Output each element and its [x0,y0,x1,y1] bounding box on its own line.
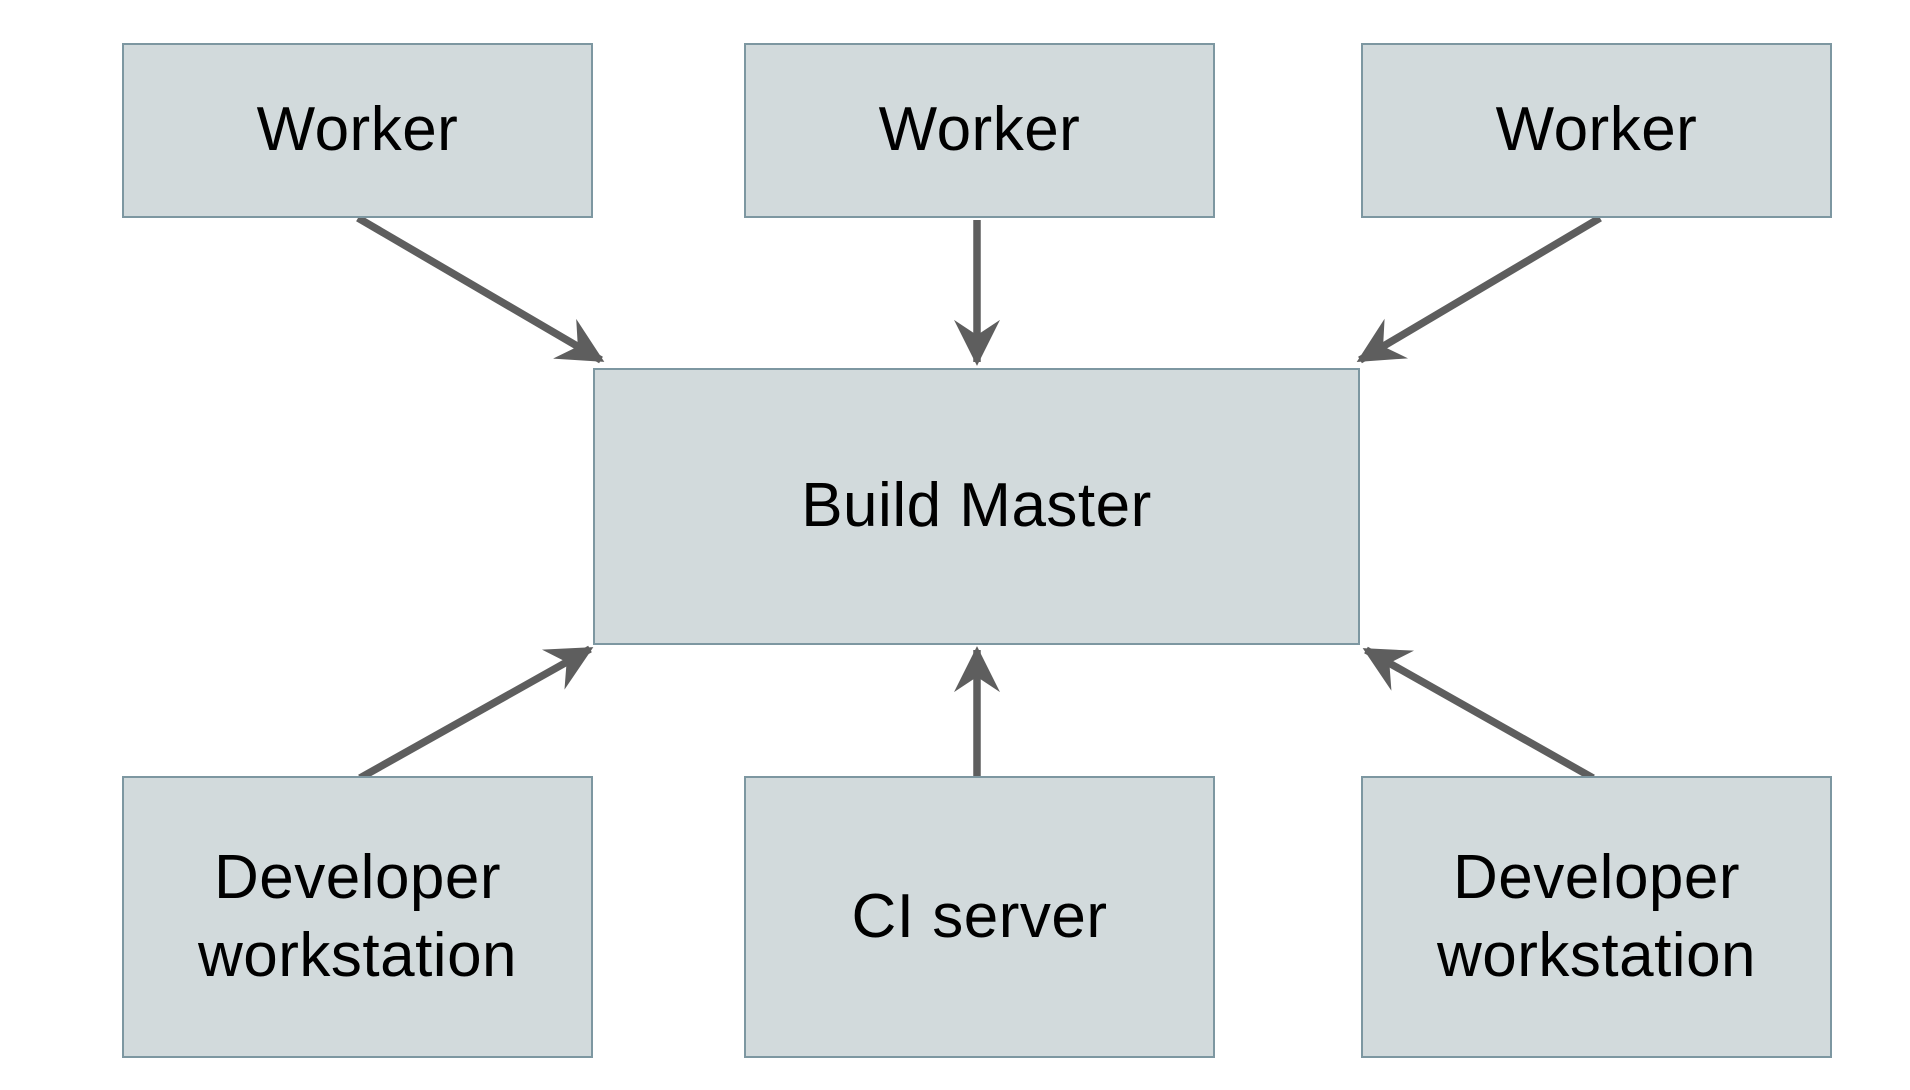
node-developer-workstation-2-label: Developer workstation [1436,842,1757,990]
node-worker-3: Worker [1361,43,1832,218]
node-ci-server-label: CI server [851,881,1108,951]
node-worker-2-label: Worker [878,95,1081,165]
node-ci-server: CI server [744,776,1215,1058]
node-worker-2: Worker [744,43,1215,218]
node-worker-1: Worker [122,43,593,218]
edge-worker-1-to-build-master [356,214,605,364]
node-developer-workstation-1: Developer workstation [122,776,593,1058]
node-developer-workstation-1-label: Developer workstation [197,842,518,990]
edge-developer-workstation-2-to-build-master [1362,646,1595,782]
node-developer-workstation-2: Developer workstation [1361,776,1832,1058]
edge-developer-workstation-1-to-build-master [358,645,594,782]
node-build-master: Build Master [593,368,1360,645]
node-worker-1-label: Worker [256,95,459,165]
node-build-master-label: Build Master [801,471,1152,541]
node-worker-3-label: Worker [1495,95,1698,165]
edge-worker-3-to-build-master [1356,214,1602,364]
